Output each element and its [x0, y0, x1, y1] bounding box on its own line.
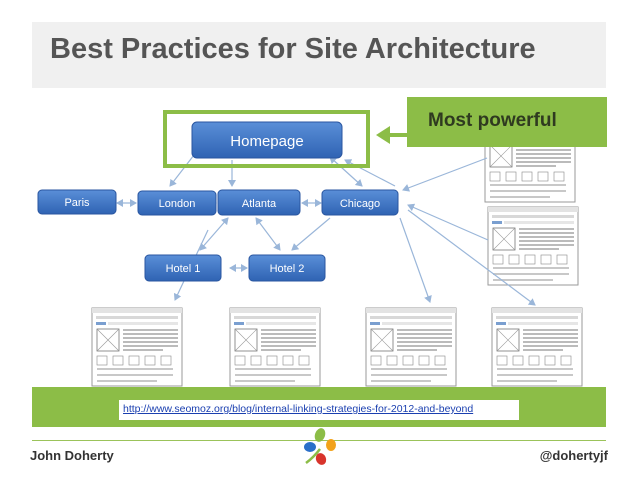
source-link[interactable]: http://www.seomoz.org/blog/internal-link…: [123, 403, 474, 415]
source-link-box: [119, 400, 519, 420]
page-mockup: [491, 307, 583, 387]
node-london-label: London: [159, 198, 196, 210]
node-atlanta: Atlanta: [217, 189, 301, 216]
node-chicago-label: Chicago: [340, 198, 380, 210]
node-homepage-label: Homepage: [230, 133, 303, 150]
node-london: London: [137, 190, 217, 216]
page-title: Best Practices for Site Architecture: [50, 33, 536, 65]
author-name: John Doherty: [30, 448, 114, 463]
homepage-highlight: [163, 110, 370, 168]
node-hotel-2-label: Hotel 2: [270, 263, 305, 275]
logo-icon: [304, 428, 336, 465]
page-mockup: [229, 307, 321, 387]
page-mockup: [487, 206, 579, 286]
callout-box: [407, 97, 607, 147]
page-mockup: [365, 307, 457, 387]
page-mockup: [91, 307, 183, 387]
arrow-left-icon: [376, 126, 390, 144]
node-hotel-2: Hotel 2: [248, 254, 326, 282]
node-paris: Paris: [37, 189, 117, 215]
twitter-handle: @dohertyjf: [539, 448, 608, 463]
node-chicago: Chicago: [321, 189, 399, 216]
node-homepage: Homepage: [191, 121, 343, 159]
callout-label: Most powerful: [428, 110, 557, 131]
title-bar: [32, 22, 606, 88]
node-atlanta-label: Atlanta: [242, 198, 277, 210]
node-paris-label: Paris: [64, 197, 90, 209]
node-hotel-1-label: Hotel 1: [166, 263, 201, 275]
node-hotel-1: Hotel 1: [144, 254, 222, 282]
